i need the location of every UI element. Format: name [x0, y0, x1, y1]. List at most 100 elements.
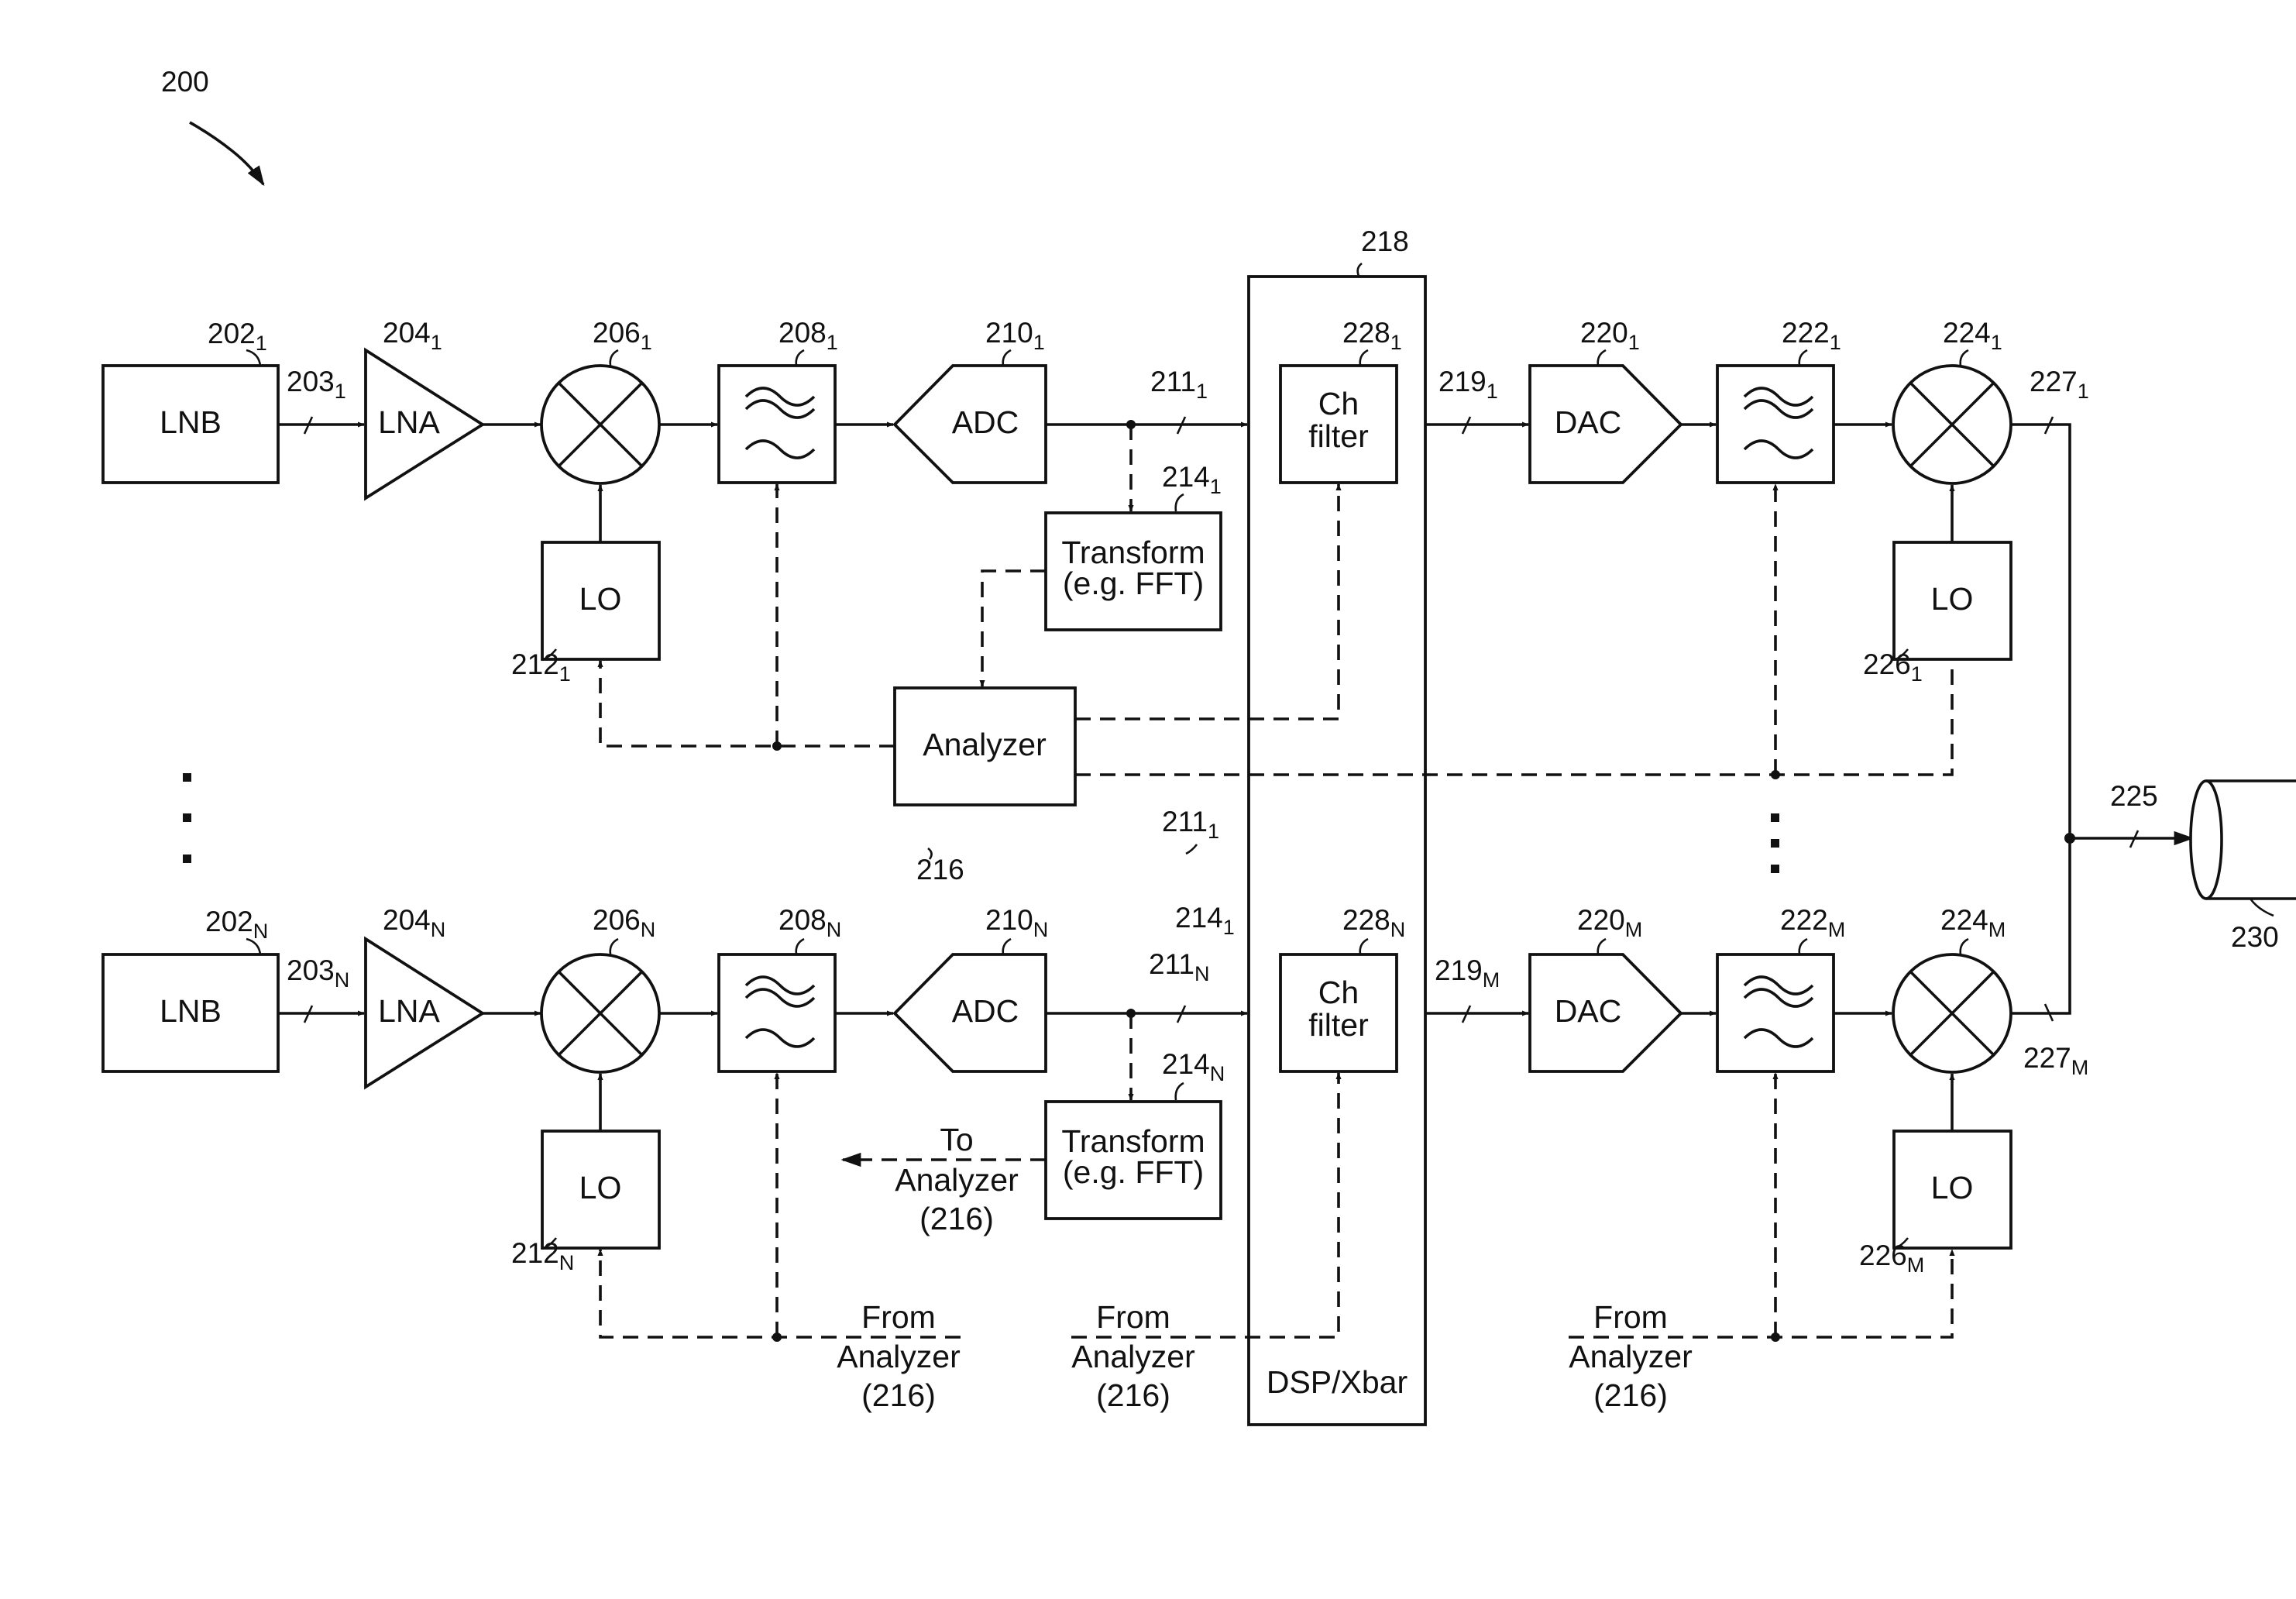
cable-ref: 230: [2231, 921, 2279, 953]
signal-227-ref: 2271: [2030, 366, 2089, 403]
analyzer-label: Analyzer: [923, 727, 1047, 762]
dac-label: DAC: [1555, 993, 1622, 1029]
lna-ref: 204N: [383, 904, 445, 941]
transform-ref: 214N: [1162, 1048, 1225, 1085]
ch-filter-line2: filter: [1308, 418, 1368, 454]
transform-ref: 2141: [1162, 461, 1222, 498]
signal-203-ref: 2031: [287, 366, 346, 403]
lnb-label: LNB: [160, 404, 222, 440]
figure-number: 200: [161, 66, 209, 98]
input-row-1: LNB 2021 2031 LNA 2041 2061 2081 ADC 210…: [103, 317, 1402, 751]
to-analyzer-line2: Analyzer: [895, 1162, 1019, 1198]
filter-ref: 222M: [1780, 904, 1845, 941]
dac-label: DAC: [1555, 404, 1622, 440]
junction-dot: [1771, 1332, 1780, 1342]
dac-ref: 2201: [1580, 317, 1640, 354]
lnb-label: LNB: [160, 993, 222, 1029]
filter-ref: 2221: [1782, 317, 1841, 354]
lna-label: LNA: [378, 993, 440, 1029]
ch-filter-line2: filter: [1308, 1007, 1368, 1043]
mixer-ref: 206N: [593, 904, 655, 941]
from-analyzer-line1: From: [1096, 1299, 1170, 1335]
mixer-ref: 224M: [1940, 904, 2006, 941]
ch-filter-line1: Ch: [1318, 975, 1359, 1010]
transform-line2: (e.g. FFT): [1063, 1154, 1204, 1190]
adc-ref-leader: [1003, 939, 1011, 954]
adc-ref: 210N: [985, 904, 1048, 941]
cable-ref-leader: [2250, 899, 2274, 916]
dac-ref-leader: [1598, 350, 1606, 366]
analyzer-ctrl-output: [1075, 631, 1952, 775]
filter-ref-leader: [796, 939, 804, 954]
bandpass-filter-block: [1717, 366, 1834, 483]
transform-ref-leader: [1176, 494, 1184, 511]
from-analyzer-line3: (216): [1096, 1377, 1170, 1413]
junction-dot: [1771, 770, 1780, 779]
output-row-1: 2191 DAC 2201 2221 2241 2271 LO 2261: [1425, 317, 2089, 838]
from-analyzer-line3: (216): [861, 1377, 936, 1413]
bandpass-filter-block: [1717, 954, 1834, 1071]
signal-211-ref: 211N: [1149, 948, 1210, 985]
signal-219-ref: 219M: [1435, 954, 1500, 992]
transform-line2: (e.g. FFT): [1063, 566, 1204, 601]
lnb-ref: 202N: [205, 906, 268, 943]
to-analyzer-line3: (216): [919, 1201, 994, 1236]
filter-ref: 208N: [779, 904, 841, 941]
signal-203-ref: 203N: [287, 954, 349, 992]
filter-ref: 2081: [779, 317, 838, 354]
signal-211-mid-leader: [1186, 844, 1197, 854]
signal-219-ref: 2191: [1438, 366, 1498, 403]
bandpass-filter-block: [719, 954, 835, 1071]
mixer-ref: 2241: [1943, 317, 2002, 354]
adc-ref: 2101: [985, 317, 1045, 354]
from-analyzer-line2: Analyzer: [837, 1339, 961, 1374]
output-row-m: 219M DAC 220M 222M 224M 227M LO 226M Fro…: [1425, 838, 2088, 1413]
transform-ref-mid: 2141: [1175, 902, 1235, 939]
transform-to-analyzer: [982, 571, 1046, 686]
lnb-ref: 2021: [208, 318, 267, 355]
input-row-n: LNB 202N 203N LNA 204N 206N 208N ADC 210…: [103, 904, 1405, 1413]
row-ellipsis-left: [183, 773, 191, 863]
analyzer-ctrl-lo: [600, 661, 895, 746]
junction-dot: [772, 741, 782, 751]
lna-ref: 2041: [383, 317, 442, 354]
from-analyzer-line1: From: [861, 1299, 936, 1335]
dsp-ref: 218: [1361, 225, 1409, 257]
from-analyzer-line2: Analyzer: [1071, 1339, 1195, 1374]
lna-label: LNA: [378, 404, 440, 440]
mixer-ref-leader: [610, 350, 618, 366]
to-analyzer-line1: To: [940, 1122, 973, 1157]
mixer-ref-leader: [1961, 939, 1968, 954]
wire-mixer-combiner: [2011, 425, 2070, 838]
dsp-ref-leader: [1358, 263, 1362, 276]
filter-ref-leader: [796, 350, 804, 366]
dac-ref-leader: [1598, 939, 1606, 954]
row-ellipsis-right: [1771, 813, 1779, 873]
wire-mixer-combiner: [2011, 838, 2070, 1013]
dac-ref: 220M: [1577, 904, 1642, 941]
bandpass-filter-block: [719, 366, 835, 483]
transform-ref-leader: [1176, 1083, 1184, 1100]
figure-pointer-arrow: [190, 122, 263, 184]
lo-label: LO: [1931, 581, 1974, 617]
filter-ref-leader: [1799, 939, 1807, 954]
filter-ref-leader: [1799, 350, 1807, 366]
lo-label: LO: [579, 1170, 622, 1205]
from-analyzer-line3: (216): [1593, 1377, 1668, 1413]
coax-cable: [2191, 781, 2296, 899]
mixer-ref: 2061: [593, 317, 652, 354]
signal-211-ref: 2111: [1150, 366, 1208, 403]
adc-ref-leader: [1003, 350, 1011, 366]
signal-211-mid-ref: 2111: [1162, 806, 1219, 843]
adc-label: ADC: [952, 993, 1019, 1029]
from-analyzer-line2: Analyzer: [1569, 1339, 1693, 1374]
combined-ref: 225: [2110, 780, 2158, 812]
junction-dot: [772, 1332, 782, 1342]
lo-label: LO: [579, 581, 622, 617]
analyzer-ref: 216: [916, 854, 964, 885]
from-analyzer-line1: From: [1593, 1299, 1668, 1335]
adc-label: ADC: [952, 404, 1019, 440]
signal-227-ref: 227M: [2023, 1042, 2088, 1079]
ch-filter-line1: Ch: [1318, 386, 1359, 421]
